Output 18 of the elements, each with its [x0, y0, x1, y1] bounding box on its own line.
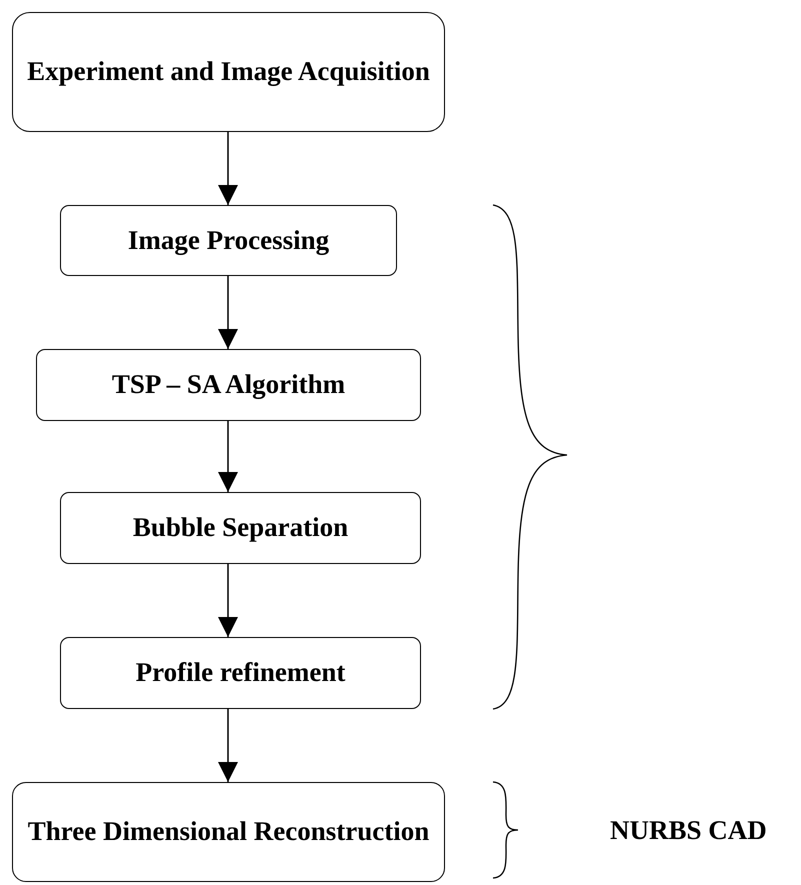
process-box [60, 492, 421, 564]
box-label: Bubble Separation [132, 511, 348, 544]
box-label: Experiment and Image Acquisition [27, 55, 430, 88]
arrow [218, 132, 238, 205]
arrow [218, 276, 238, 349]
process-box [36, 349, 421, 421]
annotation-label: NURBS CAD [610, 815, 767, 846]
box-label: Three Dimensional Reconstruction [28, 815, 430, 848]
box-label: Profile refinement [136, 656, 346, 690]
process-box [60, 205, 397, 276]
box-label: TSP – SA Algorithm [112, 368, 346, 402]
arrow [218, 421, 238, 492]
box-label: Image Processing [128, 224, 330, 257]
arrow [218, 709, 238, 782]
process-box [12, 12, 445, 132]
process-box [12, 782, 445, 882]
arrow [218, 564, 238, 637]
process-box [60, 637, 421, 709]
